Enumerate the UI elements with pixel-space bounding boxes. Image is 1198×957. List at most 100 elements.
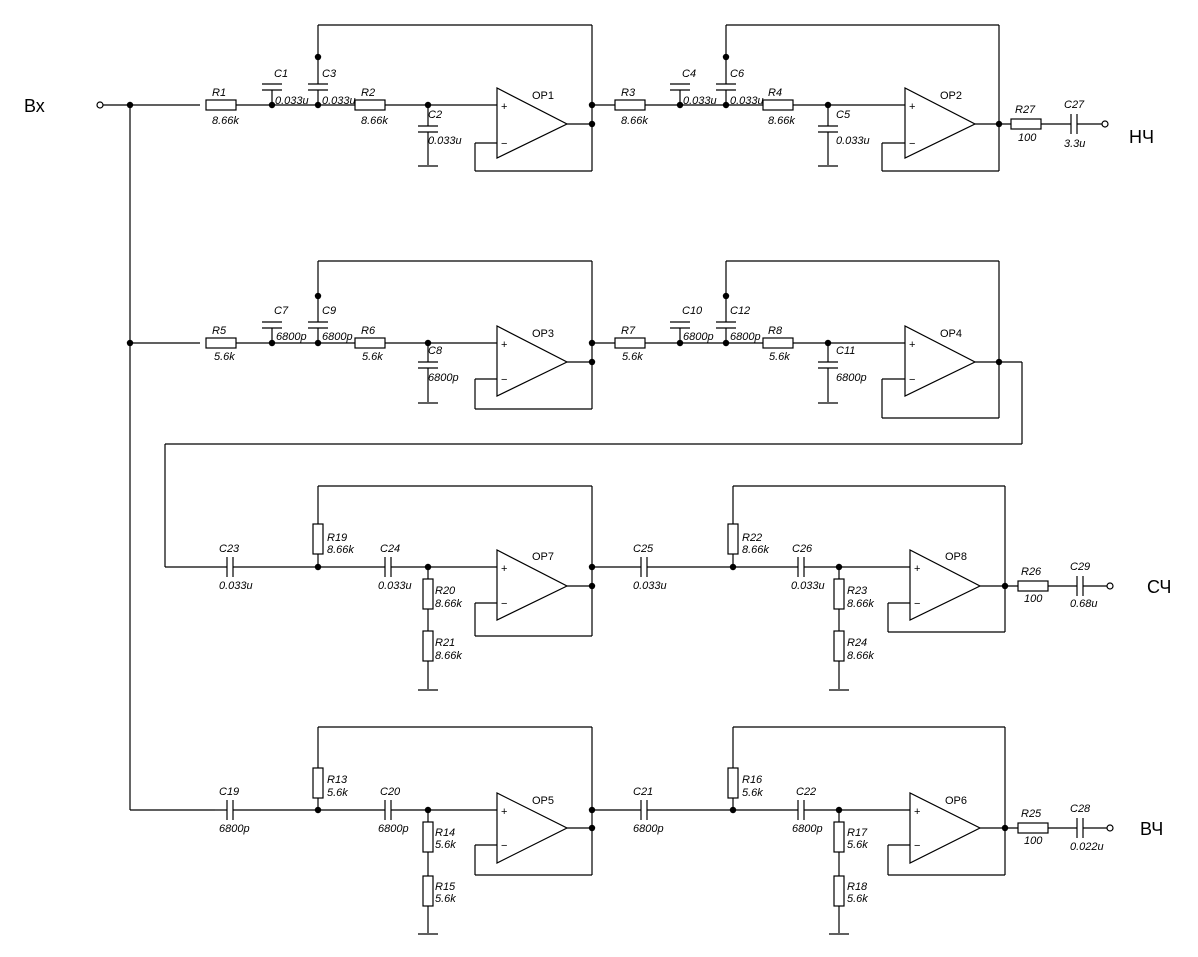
opamp-op6 [909,792,982,864]
c2-name: C2 [428,109,442,121]
resistor-r22 [727,523,739,555]
resistor-r23 [833,578,845,610]
resistor-r13 [312,767,324,799]
r20-value: 8.66k [435,598,462,610]
resistor-r21 [422,630,434,662]
r3-name: R3 [621,87,636,99]
op6-minus: − [914,840,920,852]
c1-value: 0.033u [275,95,309,107]
resistor-r20 [422,578,434,610]
op8-label: OP8 [945,551,967,563]
c25-name: C25 [633,543,654,555]
op4-plus: + [909,339,915,351]
resistor-r15 [422,875,434,907]
op7-label: OP7 [532,551,554,563]
resistor-r25 [1017,822,1049,834]
row-mid-highpass [165,485,1114,691]
resistor-r18 [833,875,845,907]
c7-value: 6800p [276,331,307,343]
opamp-op4 [904,325,977,397]
r25-name: R25 [1021,808,1042,820]
r18-name: R18 [847,881,868,893]
r1-name: R1 [212,87,226,99]
c3-value: 0.033u [322,95,356,107]
c22-value: 6800p [792,823,823,835]
c10-name: C10 [682,305,703,317]
opamp-op3 [496,325,569,397]
op2-plus: + [909,101,915,113]
input-bus [96,101,215,811]
output-label-low: НЧ [1129,127,1154,147]
op7-minus: − [501,598,507,610]
c1-name: C1 [274,68,288,80]
opamp-op5 [496,792,569,864]
r16-value: 5.6k [742,787,763,799]
r16-name: R16 [742,774,763,786]
c11-value: 6800p [836,372,867,384]
r8-name: R8 [768,325,783,337]
row-low-pass [205,24,1109,172]
opamp-op8 [909,549,982,621]
r14-name: R14 [435,827,455,839]
r27-value: 100 [1018,132,1037,144]
c21-name: C21 [633,786,653,798]
op3-minus: − [501,374,507,386]
c20-name: C20 [380,786,401,798]
r27-name: R27 [1015,104,1036,116]
c4-value: 0.033u [683,95,717,107]
component-labels: R1 8.66k C1 0.033u C3 0.033u R2 8.66k C2… [212,68,1104,905]
c23-name: C23 [219,543,240,555]
output-terminal-mid [1106,582,1114,590]
c28-name: C28 [1070,803,1091,815]
c29-name: C29 [1070,561,1090,573]
opamp-op1 [496,87,569,159]
op2-minus: − [909,138,915,150]
r22-name: R22 [742,532,762,544]
r7-value: 5.6k [622,351,643,363]
row-mid-lowpass [164,260,1023,567]
c9-value: 6800p [322,331,353,343]
op6-plus: + [914,806,920,818]
output-terminal-high [1106,824,1114,832]
resistor-r8 [762,337,794,349]
c19-value: 6800p [219,823,250,835]
c19-name: C19 [219,786,239,798]
op4-label: OP4 [940,328,962,340]
c23-value: 0.033u [219,580,253,592]
c7-name: C7 [274,305,289,317]
r23-value: 8.66k [847,598,874,610]
r22-value: 8.66k [742,544,769,556]
c8-value: 6800p [428,372,459,384]
r21-name: R21 [435,637,455,649]
r14-value: 5.6k [435,839,456,851]
op8-plus: + [914,563,920,575]
op3-label: OP3 [532,328,554,340]
c27-value: 3.3u [1064,138,1085,150]
r4-name: R4 [768,87,782,99]
input-terminal [96,101,104,109]
r2-value: 8.66k [361,115,388,127]
op5-plus: + [501,806,507,818]
c29-value: 0.68u [1070,598,1098,610]
r19-value: 8.66k [327,544,354,556]
resistor-r5 [205,337,237,349]
c21-value: 6800p [633,823,664,835]
c6-name: C6 [730,68,745,80]
c6-value: 0.033u [730,95,764,107]
c22-name: C22 [796,786,816,798]
resistor-r16 [727,767,739,799]
r4-value: 8.66k [768,115,795,127]
c27-name: C27 [1064,99,1085,111]
c20-value: 6800p [378,823,409,835]
r3-value: 8.66k [621,115,648,127]
opamp-op7 [496,549,569,621]
r7-name: R7 [621,325,636,337]
resistor-r7 [614,337,646,349]
op7-plus: + [501,563,507,575]
resistor-r1 [205,99,237,111]
r8-value: 5.6k [769,351,790,363]
op4-minus: − [909,374,915,386]
c3-name: C3 [322,68,337,80]
